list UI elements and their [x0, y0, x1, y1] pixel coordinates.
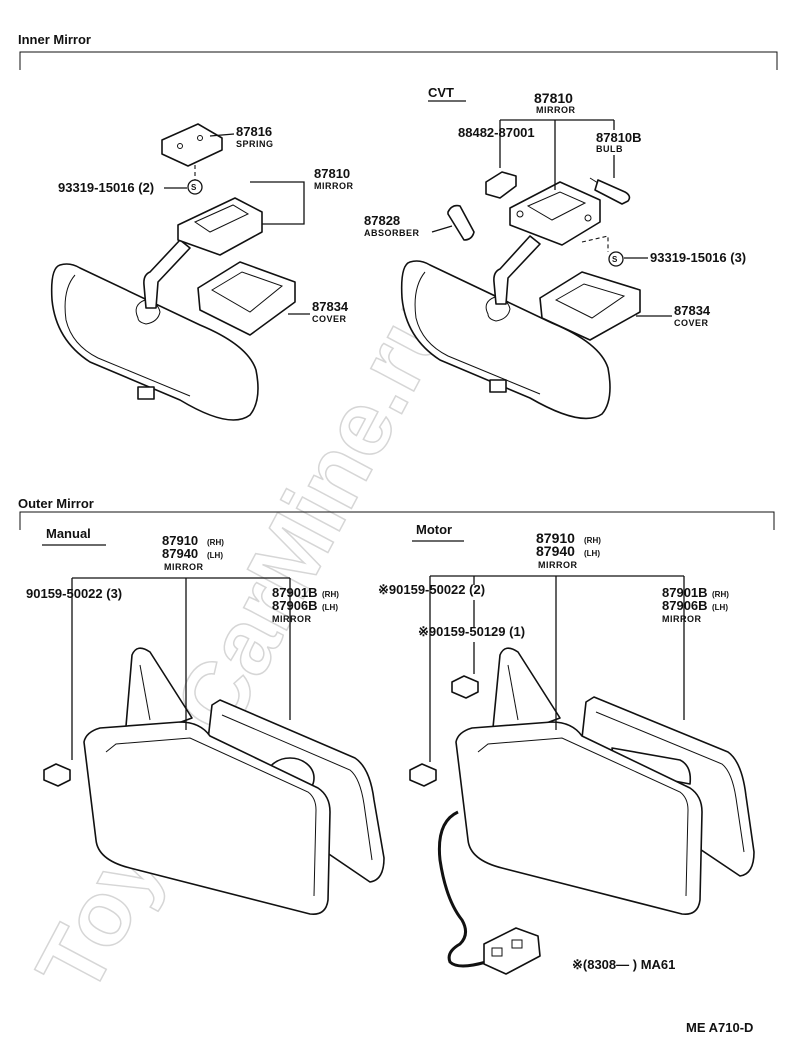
label-motor-assy-name: MIRROR: [538, 560, 578, 570]
cvt-screw-symbol: [608, 251, 624, 267]
footnote-ma61: ※(8308— ) MA61: [572, 957, 675, 972]
label-motor-87940-lh: (LH): [584, 549, 600, 558]
inner-mirror-cover: [197, 261, 296, 336]
label-90159-50129-1: ※90159-50129 (1): [418, 624, 525, 639]
inner-mirror-cvt-drawing: S: [400, 171, 641, 420]
screw-symbol-letter: S: [191, 183, 197, 192]
lamp-lens: [485, 171, 517, 199]
label-motor-87901b-number: 87901B: [662, 585, 708, 600]
label-manual-glass-name: MIRROR: [272, 614, 312, 624]
variant-label-cvt: CVT: [428, 85, 454, 100]
label-93319-15016-2: 93319-15016 (2): [58, 180, 154, 195]
label-87816-name: SPRING: [236, 139, 274, 149]
variant-label-manual: Manual: [46, 526, 91, 541]
manual-mirror-housing: [83, 721, 331, 916]
label-cvt-87810-number: 87810: [534, 90, 573, 106]
spring-plate: [161, 123, 223, 167]
section-bracket-inner: [19, 51, 778, 70]
label-90159-50022-2: ※90159-50022 (2): [378, 582, 485, 597]
motor-connector: [483, 927, 541, 975]
motor-cable: [437, 810, 487, 968]
label-manual-87906b-lh: (LH): [322, 603, 338, 612]
motor-actuator: [611, 747, 692, 785]
figure-code: ME A710-D: [686, 1020, 753, 1035]
label-manual-87901b-rh: (RH): [322, 590, 339, 599]
label-87810-name: MIRROR: [314, 181, 354, 191]
cvt-mirror-cover: [539, 271, 641, 341]
label-cvt-87810-name: MIRROR: [536, 105, 576, 115]
cvt-mirror-body: [400, 260, 611, 420]
manual-mirror-base: [124, 647, 193, 739]
label-motor-87906b-lh: (LH): [712, 603, 728, 612]
label-87816-number: 87816: [236, 124, 272, 139]
label-motor-87910-rh: (RH): [584, 536, 601, 545]
label-motor-glass-name: MIRROR: [662, 614, 702, 624]
cvt-mirror-clip: [489, 379, 507, 393]
label-manual-87910-rh: (RH): [207, 538, 224, 547]
bulb: [594, 179, 631, 205]
label-87810-number: 87810: [314, 166, 350, 181]
motor-screw-2: [451, 675, 479, 699]
label-motor-87910-number: 87910: [536, 530, 575, 546]
label-87828-name: ABSORBER: [364, 228, 420, 238]
section-title-outer-mirror: Outer Mirror: [18, 496, 94, 511]
inner-mirror-standard-drawing: S: [50, 123, 296, 421]
label-87828-number: 87828: [364, 213, 400, 228]
variant-label-motor: Motor: [416, 522, 452, 537]
label-cvt-87834-name: COVER: [674, 318, 709, 328]
label-motor-87901b-rh: (RH): [712, 590, 729, 599]
inner-mirror-mount: [177, 197, 263, 256]
inner-mirror-clip: [137, 386, 155, 400]
inner-mirror-arm: [143, 239, 191, 309]
label-cvt-87834-number: 87834: [674, 303, 711, 318]
label-manual-87940-lh: (LH): [207, 551, 223, 560]
outer-mirror-motor-drawing: [409, 647, 755, 975]
motor-screw-1: [409, 763, 437, 787]
inner-mirror-body: [50, 263, 259, 421]
cvt-mirror-mount: [509, 181, 601, 246]
label-90159-50022-3: 90159-50022 (3): [26, 586, 122, 601]
section-title-inner-mirror: Inner Mirror: [18, 32, 91, 47]
label-88482-87001: 88482-87001: [458, 125, 535, 140]
manual-screw: [43, 763, 71, 787]
absorber: [447, 204, 475, 241]
label-87834-number: 87834: [312, 299, 349, 314]
label-93319-15016-3: 93319-15016 (3): [650, 250, 746, 265]
label-manual-87906b-number: 87906B: [272, 598, 318, 613]
label-manual-assy-name: MIRROR: [164, 562, 204, 572]
label-manual-87940-number: 87940: [162, 546, 198, 561]
label-87834-name: COVER: [312, 314, 347, 324]
label-87810b-name: BULB: [596, 144, 623, 154]
cvt-screw-symbol-letter: S: [612, 255, 618, 264]
cvt-mirror-arm: [493, 235, 541, 305]
motor-mirror-housing: [455, 721, 703, 916]
label-manual-87910-number: 87910: [162, 533, 198, 548]
label-87810b-number: 87810B: [596, 130, 642, 145]
label-motor-87940-number: 87940: [536, 543, 575, 559]
section-bracket-outer: [19, 511, 775, 530]
outer-mirror-manual-drawing: [43, 647, 385, 916]
label-manual-87901b-number: 87901B: [272, 585, 318, 600]
label-motor-87906b-number: 87906B: [662, 598, 708, 613]
